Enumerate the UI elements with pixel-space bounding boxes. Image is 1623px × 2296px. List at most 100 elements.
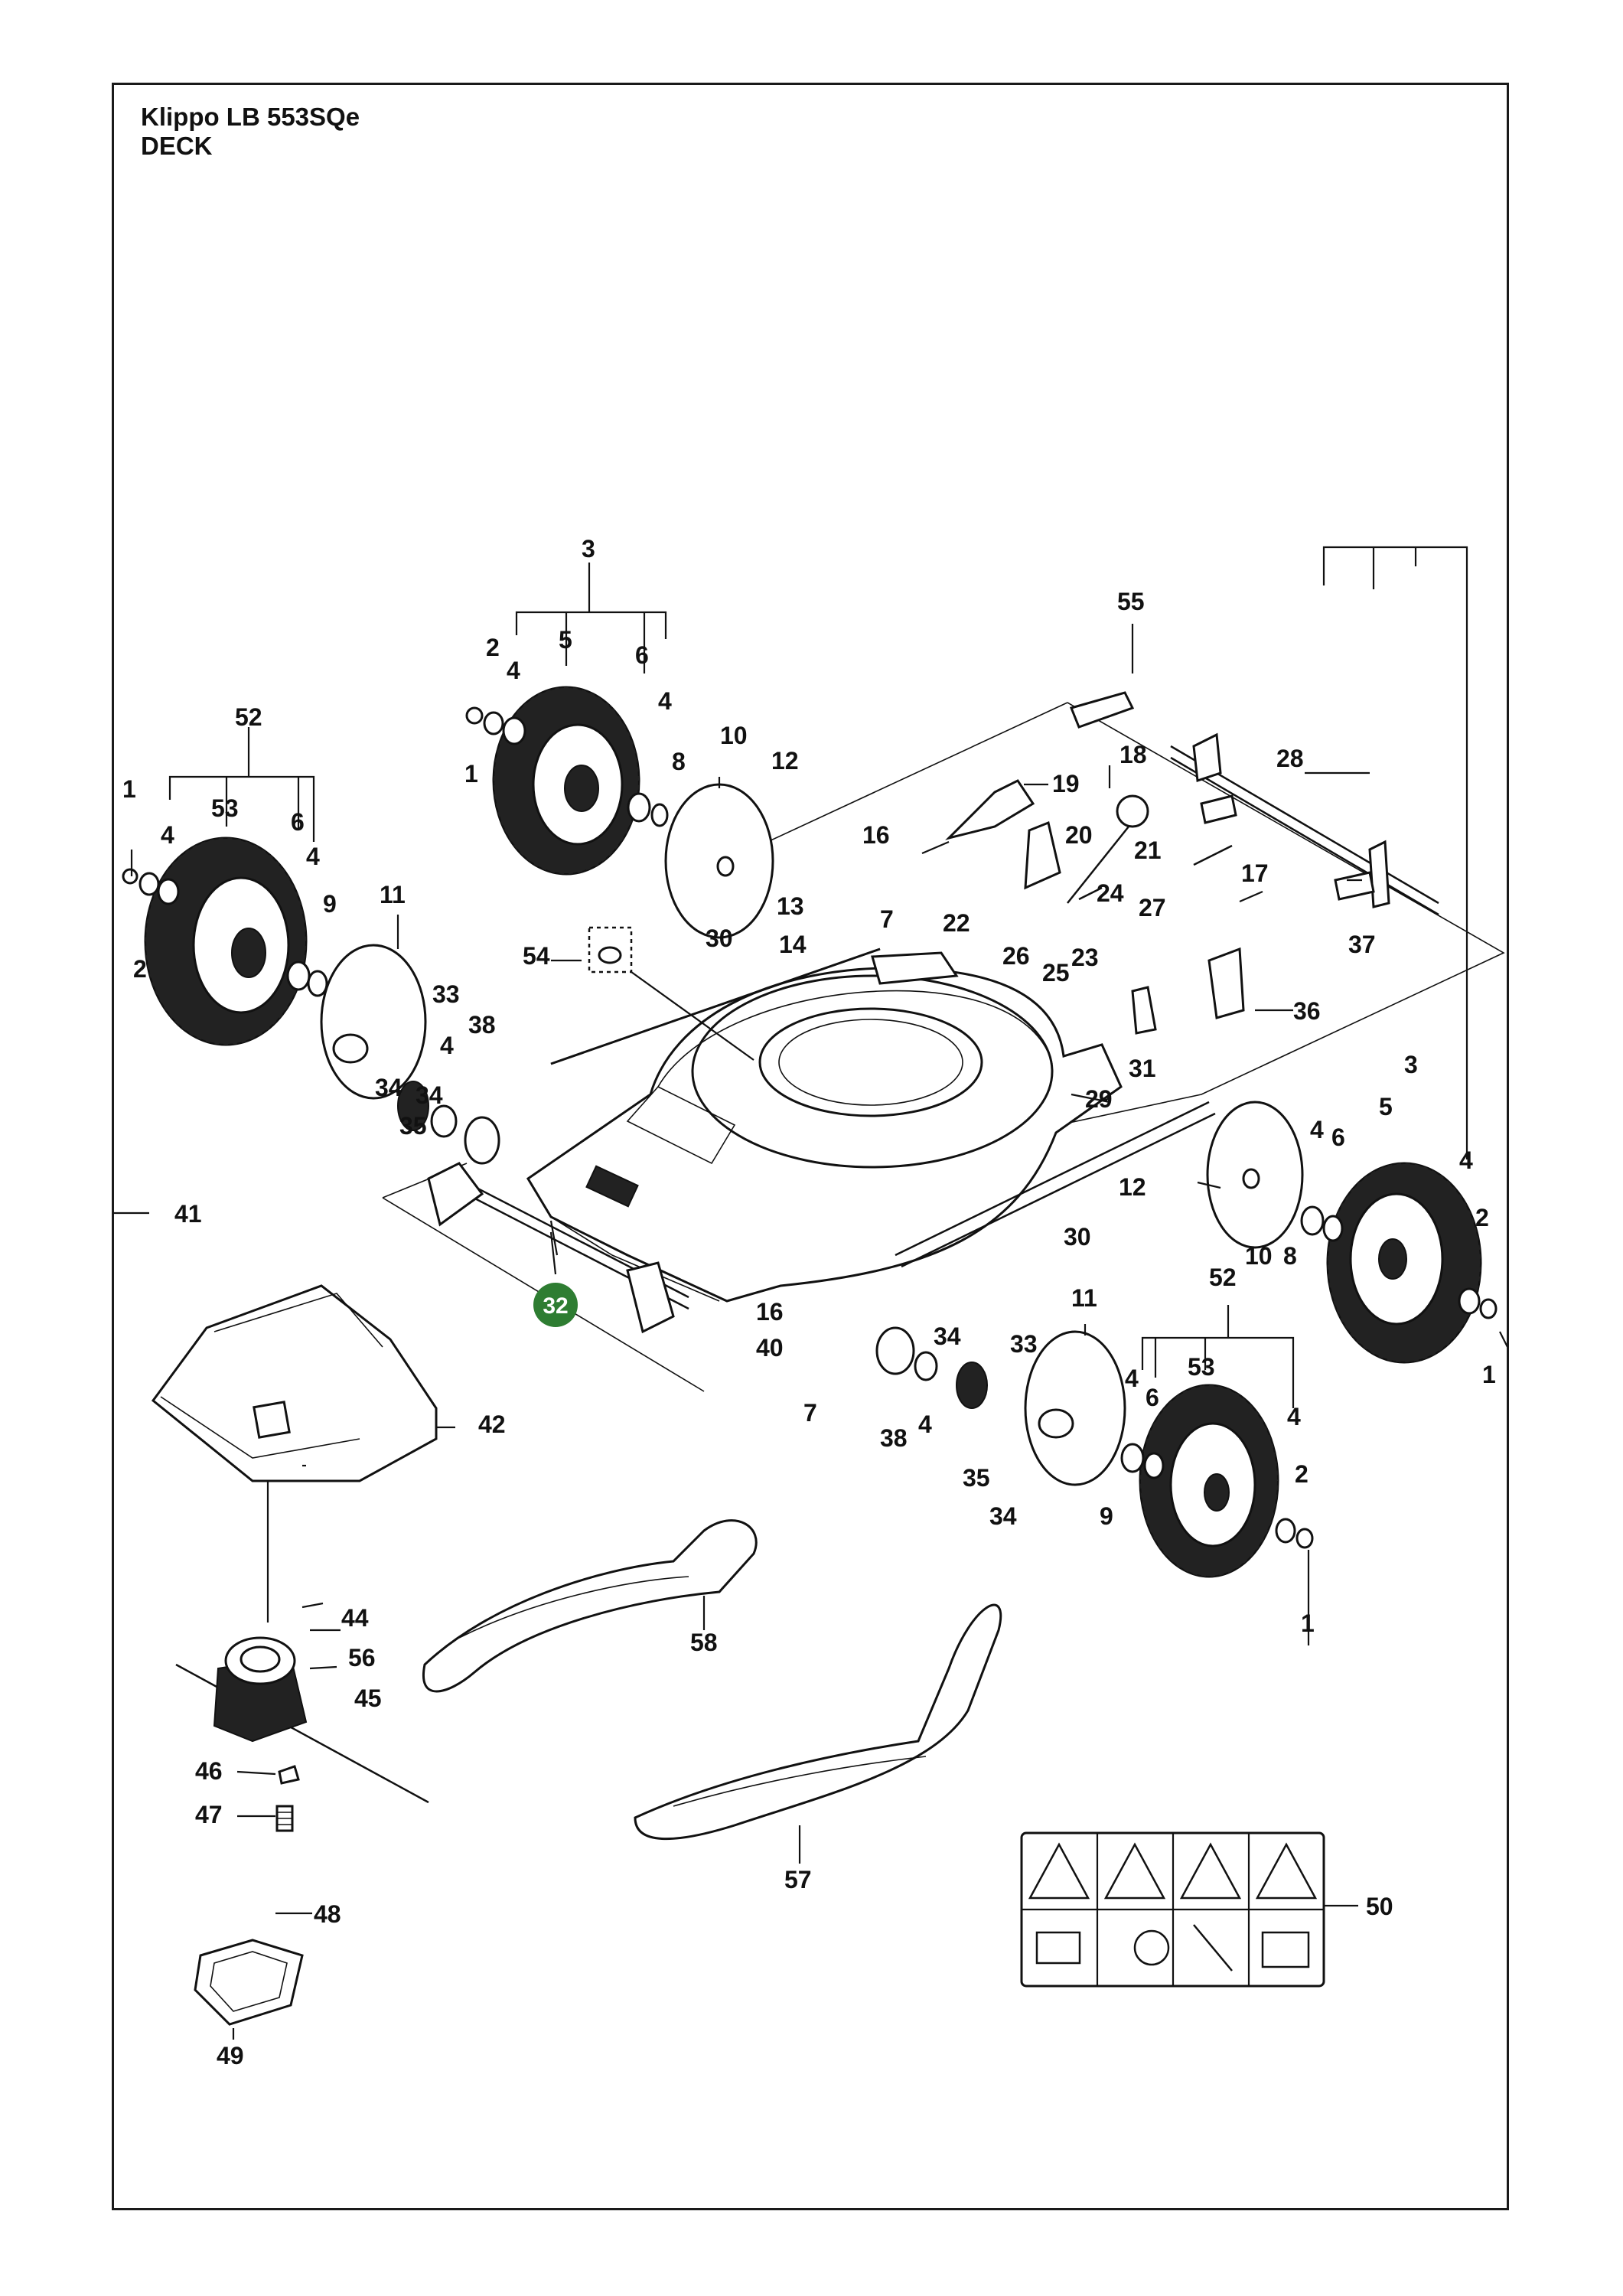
label-4: 4 xyxy=(1287,1403,1301,1430)
label-9: 9 xyxy=(323,890,337,918)
label-49: 49 xyxy=(217,2042,244,2069)
label-12: 12 xyxy=(1119,1173,1146,1201)
label-4: 4 xyxy=(658,687,672,715)
wheel-front-right xyxy=(1120,1384,1314,1578)
label-6: 6 xyxy=(291,808,305,836)
label-26: 26 xyxy=(1002,942,1030,970)
label-4: 4 xyxy=(440,1032,454,1059)
label-20: 20 xyxy=(1065,821,1093,849)
label-58: 58 xyxy=(690,1629,718,1656)
label-12: 12 xyxy=(771,747,799,775)
label-1: 1 xyxy=(122,775,136,803)
label-2: 2 xyxy=(1295,1460,1309,1488)
highlight-callout-32: 32 xyxy=(533,1231,578,1327)
label-23: 23 xyxy=(1071,944,1099,971)
label-4: 4 xyxy=(1310,1116,1324,1143)
label-2: 2 xyxy=(486,634,500,661)
label-8: 8 xyxy=(1283,1242,1297,1270)
wheel-front-left xyxy=(465,686,669,876)
label-37: 37 xyxy=(1348,931,1376,958)
label-30: 30 xyxy=(1064,1223,1091,1251)
label-1: 1 xyxy=(464,760,478,788)
label-31: 31 xyxy=(1129,1055,1156,1082)
label-36: 36 xyxy=(1293,997,1321,1025)
part-labels: 3 2 5 4 6 4 8 10 12 1 52 1 4 53 6 4 9 11… xyxy=(122,535,1496,2069)
label-1: 1 xyxy=(1482,1361,1496,1388)
leader-lines xyxy=(113,546,1508,2040)
label-2: 2 xyxy=(133,955,147,983)
side-cover-42 xyxy=(151,1284,438,1482)
label-22: 22 xyxy=(943,909,970,937)
tray-49 xyxy=(194,1939,304,2026)
title-block: Klippo LB 553SQe DECK xyxy=(141,103,360,161)
label-9: 9 xyxy=(1100,1502,1113,1530)
handle-57 xyxy=(634,1603,1002,1841)
label-52: 52 xyxy=(235,703,262,731)
label-10: 10 xyxy=(1245,1242,1273,1270)
label-35: 35 xyxy=(963,1464,990,1492)
label-5: 5 xyxy=(1379,1093,1393,1120)
label-11: 11 xyxy=(1071,1284,1097,1312)
label-56: 56 xyxy=(348,1644,376,1671)
label-57: 57 xyxy=(784,1866,812,1893)
label-45: 45 xyxy=(354,1684,382,1712)
label-53: 53 xyxy=(1188,1353,1215,1381)
label-7: 7 xyxy=(803,1399,817,1427)
label-14: 14 xyxy=(779,931,807,958)
warning-label-50 xyxy=(1020,1831,1325,1988)
clip-46-spring-47 xyxy=(275,1765,300,1832)
label-24: 24 xyxy=(1097,879,1124,907)
label-19: 19 xyxy=(1052,770,1080,797)
label-4: 4 xyxy=(507,657,520,684)
label-38: 38 xyxy=(880,1424,908,1452)
label-47: 47 xyxy=(195,1801,223,1828)
plug-54 xyxy=(588,926,754,1061)
label-16: 16 xyxy=(862,821,890,849)
label-16: 16 xyxy=(756,1298,784,1326)
label-34: 34 xyxy=(934,1322,961,1350)
wheel-cover-rear-left xyxy=(320,944,500,1165)
label-34: 34 xyxy=(416,1081,443,1109)
highlight-label: 32 xyxy=(543,1293,568,1319)
label-11: 11 xyxy=(380,881,406,908)
label-28: 28 xyxy=(1276,745,1304,772)
label-33: 33 xyxy=(432,980,460,1008)
label-52: 52 xyxy=(1209,1264,1237,1291)
wheel-rear-right xyxy=(1300,1162,1498,1364)
label-29: 29 xyxy=(1085,1085,1113,1113)
label-46: 46 xyxy=(195,1757,223,1785)
gearbox-45 xyxy=(175,1636,429,1804)
label-2: 2 xyxy=(1475,1204,1489,1231)
wheel-cover-front-right xyxy=(875,1326,1126,1486)
label-54: 54 xyxy=(523,942,550,970)
wheel-rear-left xyxy=(122,837,328,1046)
label-4: 4 xyxy=(1459,1146,1473,1174)
label-41: 41 xyxy=(174,1200,202,1228)
label-5: 5 xyxy=(559,626,572,654)
label-13: 13 xyxy=(777,892,804,920)
label-4: 4 xyxy=(161,821,174,849)
label-30: 30 xyxy=(706,925,733,952)
label-7: 7 xyxy=(880,905,894,933)
label-4: 4 xyxy=(918,1411,932,1438)
diagram-frame xyxy=(112,83,1509,2210)
label-10: 10 xyxy=(720,722,748,749)
label-25: 25 xyxy=(1042,959,1070,987)
wheel-cover-front-left xyxy=(664,783,774,939)
label-4: 4 xyxy=(1125,1365,1139,1392)
label-55: 55 xyxy=(1117,588,1145,615)
label-42: 42 xyxy=(478,1411,506,1438)
label-34: 34 xyxy=(989,1502,1017,1530)
deck-housing xyxy=(526,951,1123,1303)
label-17: 17 xyxy=(1241,859,1269,887)
height-adjustment-linkage xyxy=(945,691,1390,1035)
label-1: 1 xyxy=(1301,1609,1315,1637)
label-34: 34 xyxy=(375,1074,402,1101)
label-8: 8 xyxy=(672,748,686,775)
label-38: 38 xyxy=(468,1011,496,1039)
label-40: 40 xyxy=(756,1334,784,1362)
model-title: Klippo LB 553SQe xyxy=(141,103,360,131)
label-18: 18 xyxy=(1119,741,1147,768)
label-6: 6 xyxy=(1146,1384,1159,1411)
